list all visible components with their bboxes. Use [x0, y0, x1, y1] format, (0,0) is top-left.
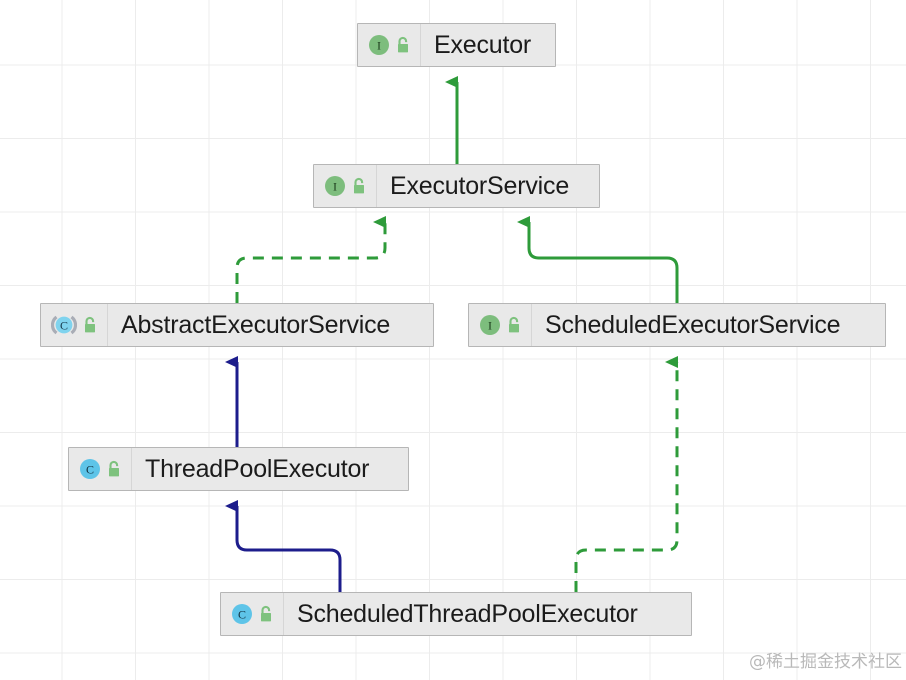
uml-node-label: Executor	[434, 30, 532, 59]
svg-text:I: I	[488, 319, 492, 333]
uml-node-label: ThreadPoolExecutor	[145, 454, 370, 483]
uml-node-label: AbstractExecutorService	[121, 310, 391, 339]
edge-scheduledthreadpoolexecutor-extends-threadpoolexecutor	[225, 500, 342, 592]
node-icon-gutter: I	[358, 24, 421, 66]
watermark-text: @稀土掘金技术社区	[749, 652, 902, 672]
edge-scheduledthreadpoolexecutor-implements-scheduledexecutorservice	[574, 356, 679, 592]
edge-scheduledexecutorservice-extends-executorservice	[517, 216, 679, 303]
unlocked-padlock-icon	[85, 316, 95, 332]
uml-node-executor-service[interactable]: I ExecutorService	[313, 164, 600, 208]
svg-text:C: C	[60, 318, 68, 332]
uml-node-label: ScheduledExecutorService	[545, 310, 841, 339]
unlocked-padlock-icon	[354, 177, 364, 193]
interface-circle-icon: I	[480, 315, 500, 335]
uml-node-scheduled-executor-service[interactable]: I ScheduledExecutorService	[468, 303, 886, 347]
abstract-class-circle-icon: C	[51, 315, 77, 335]
uml-node-thread-pool-executor[interactable]: C ThreadPoolExecutor	[68, 447, 409, 491]
svg-text:I: I	[333, 180, 337, 194]
uml-node-abstract-executor-service[interactable]: C AbstractExecutorService	[40, 303, 434, 347]
class-circle-icon: C	[80, 459, 100, 479]
class-circle-icon: C	[232, 604, 252, 624]
uml-node-label: ExecutorService	[390, 171, 570, 200]
uml-node-label: ScheduledThreadPoolExecutor	[297, 599, 638, 628]
svg-text:I: I	[377, 39, 381, 53]
node-icon-gutter: C	[41, 304, 108, 346]
node-icon-gutter: I	[314, 165, 377, 207]
unlocked-padlock-icon	[398, 36, 408, 52]
node-icon-gutter: C	[69, 448, 132, 490]
svg-text:C: C	[86, 463, 94, 477]
unlocked-padlock-icon	[509, 316, 519, 332]
interface-circle-icon: I	[325, 176, 345, 196]
uml-node-executor[interactable]: I Executor	[357, 23, 556, 67]
interface-circle-icon: I	[369, 35, 389, 55]
svg-text:C: C	[238, 608, 246, 622]
node-icon-gutter: I	[469, 304, 532, 346]
edge-abstractexecutorservice-implements-executorservice	[235, 216, 387, 303]
unlocked-padlock-icon	[109, 460, 119, 476]
node-icon-gutter: C	[221, 593, 284, 635]
uml-node-scheduled-thread-pool-executor[interactable]: C ScheduledThreadPoolExecutor	[220, 592, 692, 636]
unlocked-padlock-icon	[261, 605, 271, 621]
